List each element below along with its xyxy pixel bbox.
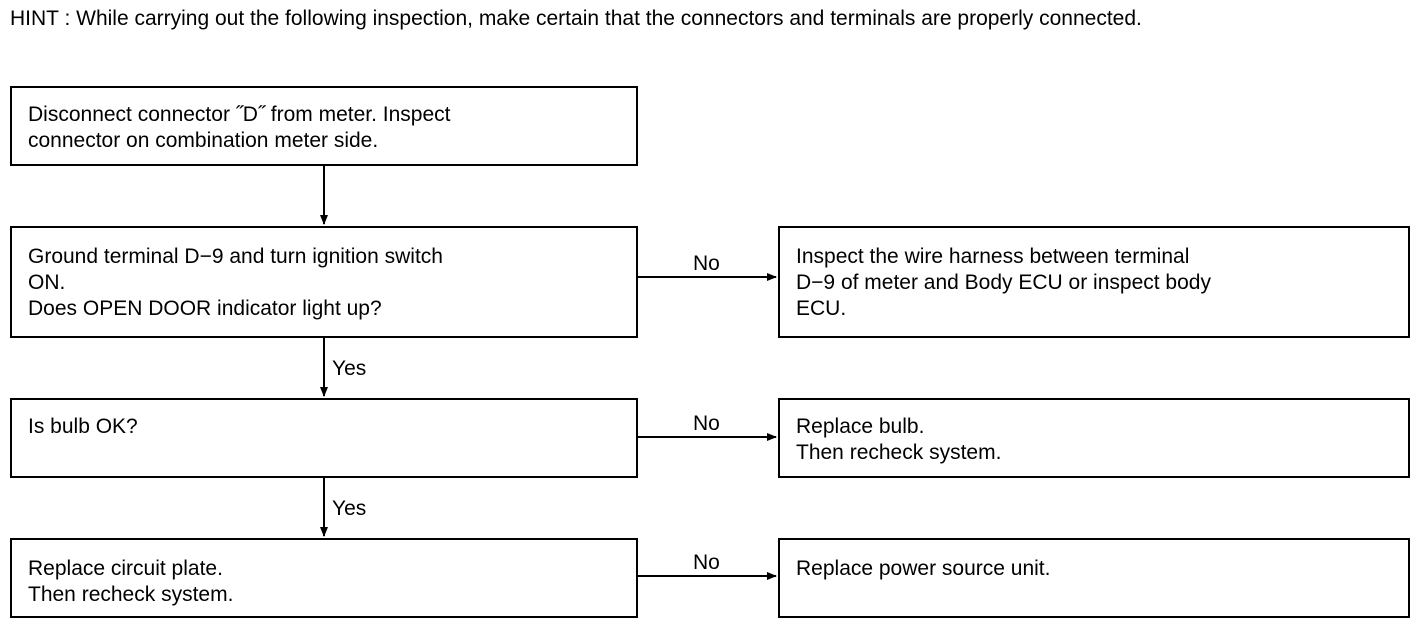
- step-box-bulb-check: Is bulb OK?: [10, 398, 638, 478]
- step-box-replace-circuit-plate: Replace circuit plate. Then recheck syst…: [10, 538, 638, 618]
- yes-label: Yes: [332, 357, 367, 380]
- no-label: No: [693, 252, 720, 275]
- result-box-inspect-wire-harness: Inspect the wire harness between termina…: [778, 226, 1410, 338]
- result-box-replace-bulb: Replace bulb. Then recheck system.: [778, 398, 1410, 478]
- result-box-replace-power-source: Replace power source unit.: [778, 538, 1410, 618]
- no-label: No: [693, 412, 720, 435]
- yes-label: Yes: [332, 497, 367, 520]
- step-box-disconnect-connector: Disconnect connector ˝D˝ from meter. Ins…: [10, 86, 638, 166]
- hint-text: HINT : While carrying out the following …: [10, 7, 1142, 30]
- no-label: No: [693, 551, 720, 574]
- step-box-ground-terminal: Ground terminal D−9 and turn ignition sw…: [10, 226, 638, 338]
